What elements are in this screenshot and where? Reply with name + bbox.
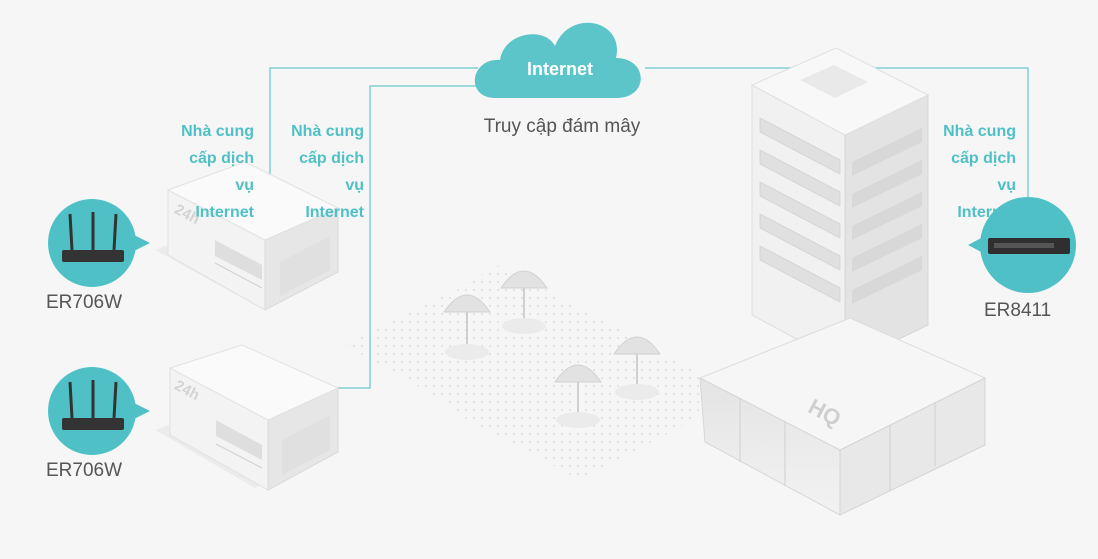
cloud-title: Internet: [526, 59, 593, 79]
umbrella-icon: [554, 364, 602, 428]
plaza-left: [345, 265, 620, 410]
isp-label-3: Nhà cung cấp dịch vụ Internet: [896, 118, 1016, 226]
router-bubble-right: [968, 197, 1076, 293]
device-label-right: ER8411: [984, 300, 1052, 321]
isp-label-2-line-3: vụ: [345, 177, 364, 194]
isp-label-2: Nhà cung cấp dịch vụ Internet: [244, 118, 364, 226]
line-top-left-shop: [269, 67, 478, 185]
device-label-top-left: ER706W: [46, 292, 123, 313]
branch-shop-bottom: [155, 344, 340, 491]
line-hq: [645, 67, 1029, 210]
hq-building: [698, 47, 987, 516]
router-bubble-top-left: [48, 199, 150, 287]
isp-label-2-line-2: cấp dịch: [299, 150, 364, 167]
isp-label-3-line-4: Internet: [957, 204, 1016, 221]
umbrella-icon: [613, 336, 661, 400]
isp-label-3-line-2: cấp dịch: [951, 150, 1016, 167]
isp-label-2-line-1: Nhà cung: [291, 123, 364, 140]
isp-label-3-line-1: Nhà cung: [943, 123, 1016, 140]
umbrella-icon: [500, 270, 548, 334]
isp-label-3-line-3: vụ: [997, 177, 1016, 194]
isp-label-1-line-4: Internet: [195, 204, 254, 221]
connection-lines: [269, 67, 1029, 389]
plaza-right: [450, 325, 740, 480]
isp-label-2-line-4: Internet: [305, 204, 364, 221]
isp-label-1-line-1: Nhà cung: [181, 123, 254, 140]
internet-cloud-icon: [474, 22, 641, 99]
router-bubble-bottom-left: [48, 367, 150, 455]
isp-label-1: Nhà cung cấp dịch vụ Internet: [134, 118, 254, 226]
isp-label-1-line-3: vụ: [235, 177, 254, 194]
cloud-caption: Truy cập đám mây: [483, 116, 641, 137]
branch-shop-top: [155, 161, 340, 311]
isp-label-1-line-2: cấp dịch: [189, 150, 254, 167]
device-label-bottom-left: ER706W: [46, 460, 123, 481]
line-bottom-left-shop: [326, 85, 478, 389]
umbrella-icon: [443, 294, 491, 360]
